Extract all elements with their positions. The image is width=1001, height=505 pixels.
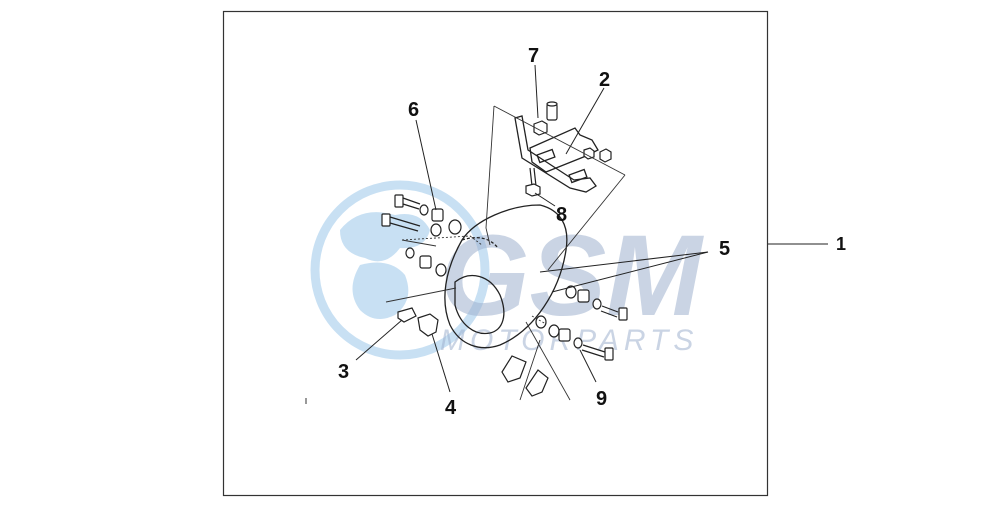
diagram-frame	[222, 10, 769, 497]
collar-part-7	[533, 101, 558, 136]
callout-1: 1	[836, 234, 846, 254]
callout-6: 6	[408, 99, 419, 121]
mounting-bracket-part	[514, 115, 599, 193]
watermark-logo-text: GSM	[440, 212, 704, 340]
windscreen-part	[444, 204, 568, 349]
callout-2: 2	[599, 69, 610, 91]
watermark-logo: GSM MOTORPARTS	[440, 212, 704, 357]
callout-3: 3	[338, 361, 349, 383]
callout-9: 9	[596, 388, 607, 410]
callout-4: 4	[445, 397, 457, 419]
watermark-globe	[310, 180, 490, 360]
bolt-set-right	[535, 285, 628, 361]
callout-7: 7	[528, 45, 539, 67]
callout-labels: 1 2 3 4 5 6 7 8 9	[338, 45, 846, 419]
stay-part-4	[417, 313, 439, 337]
nut-group-right	[583, 147, 612, 163]
stay-part-3	[397, 307, 417, 323]
lower-bracket-pair	[501, 355, 549, 397]
callout-5: 5	[719, 238, 730, 260]
assembly-lines	[385, 105, 626, 401]
bolt-set-left	[381, 194, 462, 277]
leader-lines	[355, 64, 709, 393]
bolt-part-8	[525, 167, 541, 197]
callout-8: 8	[556, 204, 567, 226]
